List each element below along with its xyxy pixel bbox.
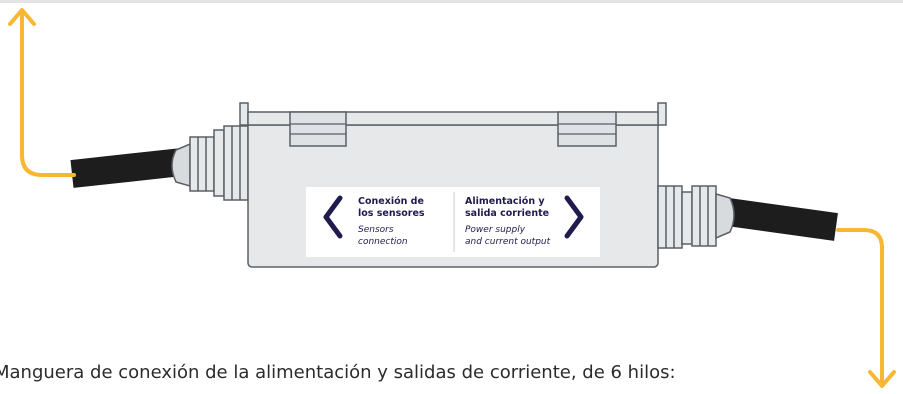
left-panel-title-line2: los sensores (358, 208, 425, 219)
left-panel-subtitle-line2: connection (358, 237, 408, 247)
right-panel-subtitle-line1: Power supply (465, 225, 526, 235)
left-cable (70, 148, 184, 188)
arrow-up-icon (8, 8, 36, 26)
right-panel-title-line1: Alimentación y (465, 196, 545, 207)
left-panel-title-line1: Conexión de (358, 196, 424, 207)
right-cable (726, 198, 838, 241)
chevron-right-icon (564, 195, 584, 239)
arrow-down-icon (868, 370, 896, 388)
left-panel-subtitle-line1: Sensors (358, 225, 394, 235)
label-plate: Conexión de los sensores Sensors connect… (306, 187, 600, 257)
left-arrow (8, 8, 76, 177)
caption-text: Manguera de conexión de la alimentación … (0, 362, 676, 383)
right-panel-title-line2: salida corriente (465, 208, 549, 219)
chevron-left-icon (323, 195, 343, 239)
right-panel-subtitle-line2: and current output (465, 237, 551, 247)
right-arrow (836, 228, 896, 388)
left-cable-gland (171, 125, 249, 201)
right-cable-gland (657, 185, 735, 249)
top-border (0, 0, 903, 3)
